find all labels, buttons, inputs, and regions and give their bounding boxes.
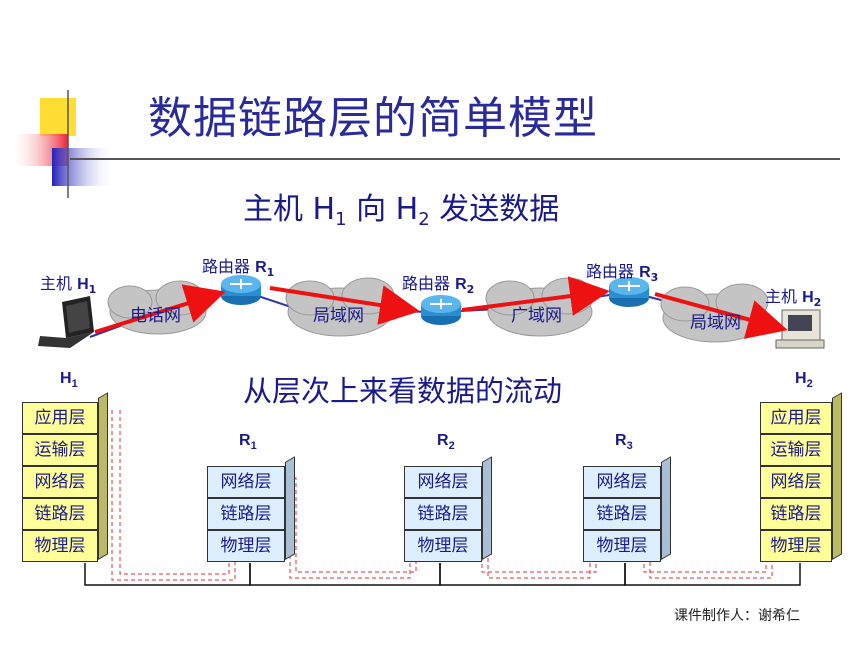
subtitle-pre: 主机 H [243, 192, 336, 227]
physical-link [439, 563, 626, 586]
cloud-lan-2 [660, 283, 769, 343]
layer-physical: 物理层 [22, 530, 98, 562]
subtitle-sub2: 2 [418, 209, 430, 230]
title-underline [70, 158, 840, 160]
subtitle: 主机 H1 向 H2 发送数据 [243, 184, 559, 230]
protocol-stack-r2: 网络层 链路层 物理层 [404, 456, 494, 566]
flow-arrow-2 [269, 285, 420, 325]
layer-physical: 物理层 [583, 530, 661, 562]
layer-physical: 物理层 [760, 530, 832, 562]
subtitle-sub1: 1 [335, 209, 347, 230]
stack-side [98, 392, 108, 560]
stack-label-r2: R2 [437, 432, 455, 452]
physical-link [624, 563, 801, 586]
layer-physical: 物理层 [404, 530, 482, 562]
credit-text: 课件制作人：谢希仁 [674, 608, 800, 624]
layer-transport: 运输层 [22, 434, 98, 466]
stack-side [832, 392, 842, 560]
layer-transport: 运输层 [760, 434, 832, 466]
layer-network: 网络层 [583, 466, 661, 498]
protocol-stack-h2: 应用层 运输层 网络层 链路层 物理层 [760, 392, 842, 564]
stack-side [285, 456, 295, 560]
subtitle-post: 发送数据 [429, 192, 560, 227]
stack-side [482, 456, 492, 560]
cloud-label-lan-1: 局域网 [313, 306, 364, 326]
corner-decoration [12, 90, 112, 198]
host1-label: 主机 H1 [40, 274, 97, 296]
router2-label: 路由器 R2 [402, 274, 475, 296]
layer-network: 网络层 [22, 466, 98, 498]
router-icon-r1 [221, 275, 261, 305]
layer-link: 链路层 [583, 498, 661, 530]
layer-network: 网络层 [207, 466, 285, 498]
layer-network: 网络层 [760, 466, 832, 498]
host2-label: 主机 H2 [765, 287, 822, 309]
flow-arrow-1 [94, 284, 226, 334]
router-icon-r2 [421, 295, 461, 325]
layer-link: 链路层 [22, 498, 98, 530]
laptop-icon-h1 [38, 296, 94, 348]
computer-icon-h2 [775, 309, 825, 349]
section-title-layers: 从层次上来看数据的流动 [243, 374, 563, 408]
layer-application: 应用层 [760, 402, 832, 434]
subtitle-mid: 向 H [346, 192, 419, 227]
protocol-stack-r1: 网络层 链路层 物理层 [207, 456, 297, 566]
flow-arrow-3 [461, 276, 610, 316]
physical-link [249, 563, 441, 586]
layer-network: 网络层 [404, 466, 482, 498]
stack-label-r3: R3 [615, 432, 633, 452]
stack-label-r1: R1 [239, 432, 257, 452]
layer-link: 链路层 [760, 498, 832, 530]
router1-label: 路由器 R1 [202, 257, 275, 279]
stack-side [661, 456, 671, 560]
router3-label: 路由器 R3 [586, 262, 659, 284]
stack-label-h2: H2 [795, 370, 813, 390]
cloud-label-telephone: 电话网 [130, 306, 181, 326]
layer-application: 应用层 [22, 402, 98, 434]
protocol-stack-h1: 应用层 运输层 网络层 链路层 物理层 [22, 392, 108, 564]
layer-link: 链路层 [404, 498, 482, 530]
router-icon-r3 [609, 277, 649, 307]
page-title: 数据链路层的简单模型 [148, 93, 598, 144]
cloud-label-lan-2: 局域网 [690, 313, 741, 333]
cloud-label-wan: 广域网 [511, 306, 562, 326]
layer-physical: 物理层 [207, 530, 285, 562]
flow-arrow-4 [654, 292, 788, 339]
stack-label-h1: H1 [60, 370, 78, 390]
protocol-stack-r3: 网络层 链路层 物理层 [583, 456, 673, 566]
network-diagram [38, 275, 825, 349]
layer-link: 链路层 [207, 498, 285, 530]
